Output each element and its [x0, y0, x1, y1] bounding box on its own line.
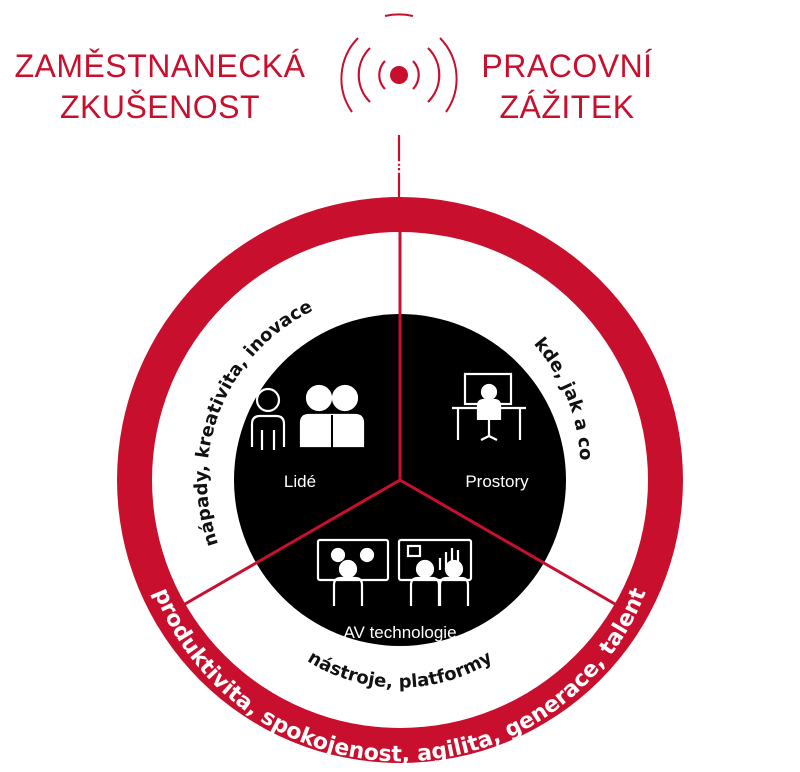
segment-label-spaces: Prostory: [465, 472, 529, 491]
segment-label-av: AV technologie: [343, 623, 456, 642]
segment-label-people: Lidé: [284, 472, 316, 491]
video-conference-icon: [316, 538, 473, 606]
heading-line: ZAMĚSTNANECKÁ: [14, 48, 306, 84]
target-signal-icon: [340, 13, 458, 200]
people-icon: [250, 384, 365, 450]
employee-experience-heading: ZAMĚSTNANECKÁ ZKUŠENOST: [0, 46, 320, 128]
heading-line: ZÁŽITEK: [499, 88, 635, 125]
work-experience-heading: PRACOVNÍ ZÁŽITEK: [452, 46, 682, 128]
heading-line: PRACOVNÍ: [481, 48, 653, 84]
heading-line: ZKUŠENOST: [59, 88, 261, 125]
divider-line: [184, 478, 401, 606]
divider-line: [399, 478, 616, 606]
workstation-icon: [452, 372, 526, 441]
